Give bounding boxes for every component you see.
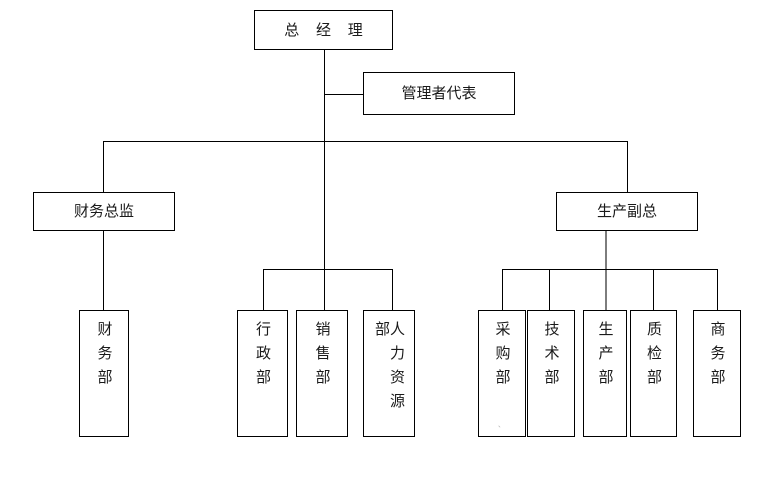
line-drop-quality	[653, 269, 654, 310]
line-drop-purchasing	[502, 269, 503, 310]
dept-label-quality-inspection: 质检部	[645, 321, 663, 393]
dept-box-quality-inspection[interactable]: 质检部	[630, 310, 677, 437]
dept-label-technology: 技术部	[542, 321, 561, 393]
line-drop-business	[717, 269, 718, 310]
dept-label-business: 商务部	[708, 321, 727, 393]
dept-box-technology[interactable]: 技术部	[527, 310, 575, 437]
dept-box-sales[interactable]: 销售部	[296, 310, 348, 437]
node-finance-director[interactable]: 财务总监	[33, 192, 175, 231]
line-gm-trunk	[324, 50, 325, 141]
node-finance-director-label: 财务总监	[73, 202, 134, 220]
line-drop-production-vp	[627, 141, 628, 192]
line-production-group-bar	[502, 269, 718, 270]
line-main-bar	[103, 141, 628, 142]
node-management-rep[interactable]: 管理者代表	[363, 72, 515, 115]
node-production-vp-label: 生产副总	[596, 202, 657, 220]
line-production-vp-trunk	[605, 231, 607, 310]
line-drop-finance-director	[103, 141, 104, 192]
line-general-group-bar	[263, 269, 393, 270]
node-production-vp[interactable]: 生产副总	[556, 192, 698, 231]
dept-box-business[interactable]: 商务部	[693, 310, 741, 437]
line-finance-to-dept	[103, 231, 104, 310]
node-management-rep-label: 管理者代表	[401, 84, 477, 102]
dept-label-administration: 行政部	[254, 321, 272, 393]
dept-label-human-resources: 人力资源部	[373, 321, 406, 417]
line-drop-technology	[549, 269, 550, 310]
dept-label-finance: 财务部	[95, 321, 114, 393]
dept-box-purchasing[interactable]: 采购部	[478, 310, 526, 437]
scan-artifact-mark: 、	[498, 421, 505, 429]
node-general-manager-label: 总 经 理	[284, 20, 369, 39]
dept-box-finance[interactable]: 财务部	[79, 310, 129, 437]
dept-box-production[interactable]: 生产部	[583, 310, 627, 437]
line-center-trunk	[324, 141, 325, 270]
line-management-rep-stub	[324, 94, 364, 95]
node-general-manager[interactable]: 总 经 理	[254, 10, 393, 50]
dept-label-sales: 销售部	[313, 321, 332, 393]
dept-label-purchasing: 采购部	[493, 321, 512, 393]
line-drop-human-resources	[392, 269, 393, 310]
dept-box-human-resources[interactable]: 人力资源部	[363, 310, 415, 437]
dept-box-administration[interactable]: 行政部	[237, 310, 288, 437]
line-drop-administration	[263, 269, 264, 310]
line-drop-sales	[324, 269, 325, 310]
dept-label-production: 生产部	[596, 321, 615, 393]
